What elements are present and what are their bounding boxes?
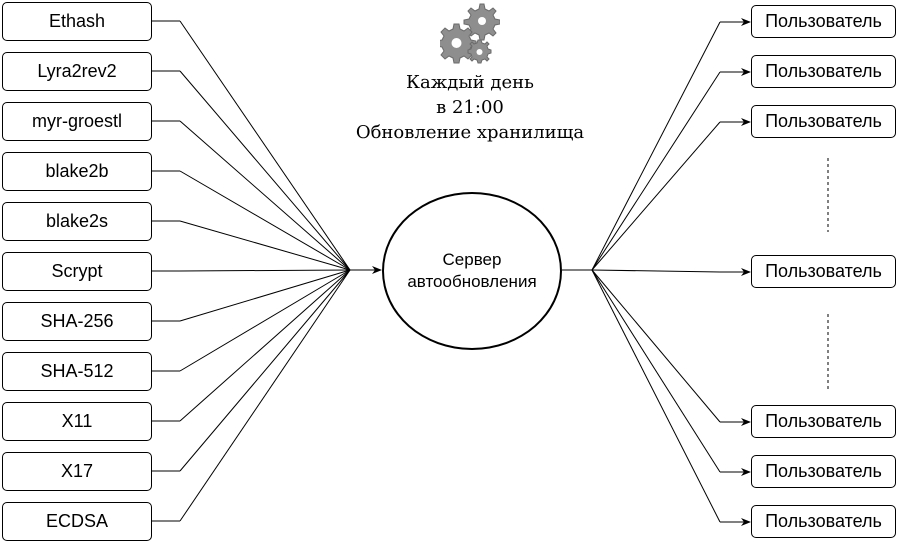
user-box: Пользователь (751, 505, 896, 538)
server-label-line-2: автообновления (407, 272, 537, 291)
algorithm-connector (179, 20, 351, 271)
algorithm-label: ECDSA (45, 511, 108, 531)
algorithm-connector (179, 269, 351, 472)
user-box: Пользователь (751, 405, 896, 438)
user-label: Пользователь (765, 111, 882, 131)
algorithm-label: SHA-512 (40, 361, 114, 381)
algorithm-label: SHA-256 (40, 311, 114, 331)
autoupdate-server-node: Сервер автообновления (382, 192, 562, 350)
algorithm-label: blake2s (45, 211, 109, 231)
algorithm-connector (179, 269, 351, 522)
algorithm-connector (179, 70, 351, 271)
algorithm-connector (179, 269, 351, 372)
algorithm-connector (179, 170, 351, 271)
algorithm-box-ecdsa: ECDSA (2, 502, 152, 541)
caption-line-1: Каждый день (406, 72, 534, 93)
user-connector (591, 269, 721, 523)
caption-line-3: Обновление хранилища (355, 122, 585, 143)
algorithm-box-sha-512: SHA-512 (2, 352, 152, 391)
user-label: Пользователь (765, 461, 882, 481)
user-box: Пользователь (751, 5, 896, 38)
caption-line-2: в 21:00 (436, 97, 504, 118)
algorithm-connector (179, 120, 351, 271)
user-label: Пользователь (765, 511, 882, 531)
algorithm-box-lyra2rev2: Lyra2rev2 (2, 52, 152, 91)
algorithm-label: X11 (61, 411, 93, 431)
user-label: Пользователь (765, 411, 882, 431)
user-connector (591, 21, 721, 271)
algorithm-box-blake2b: blake2b (2, 152, 152, 191)
schedule-caption: Каждый день в 21:00 Обновление хранилища (320, 70, 620, 145)
algorithm-box-myr-groestl: myr-groestl (2, 102, 152, 141)
user-label: Пользователь (765, 61, 882, 81)
algorithm-box-ethash: Ethash (2, 2, 152, 41)
algorithm-connector (179, 269, 351, 422)
algorithm-connector (179, 220, 351, 271)
algorithm-label: X17 (60, 461, 94, 481)
algorithm-box-x11: X11 (2, 402, 152, 441)
algorithm-box-blake2s: blake2s (2, 202, 152, 241)
user-box: Пользователь (751, 55, 896, 88)
algorithm-box-x17: X17 (2, 452, 152, 491)
server-label-line-1: Сервер (442, 250, 502, 269)
algorithm-connector (179, 269, 351, 272)
user-connector (591, 269, 721, 423)
algorithm-label: Scrypt (51, 261, 103, 281)
algorithm-connector (179, 269, 351, 322)
algorithm-label: myr-groestl (31, 111, 122, 131)
user-connector (591, 269, 721, 273)
user-box: Пользователь (751, 255, 896, 288)
user-connector (591, 121, 721, 271)
algorithm-label: Lyra2rev2 (37, 61, 117, 81)
gears-icon (436, 2, 501, 64)
algorithm-label: Ethash (48, 11, 106, 31)
user-connector (591, 71, 721, 271)
algorithm-label: blake2b (45, 161, 109, 181)
algorithm-box-scrypt: Scrypt (2, 252, 152, 291)
user-box: Пользователь (751, 105, 896, 138)
user-connector (591, 269, 721, 473)
algorithm-box-sha-256: SHA-256 (2, 302, 152, 341)
user-label: Пользователь (765, 261, 882, 281)
user-box: Пользователь (751, 455, 896, 488)
user-label: Пользователь (765, 11, 882, 31)
